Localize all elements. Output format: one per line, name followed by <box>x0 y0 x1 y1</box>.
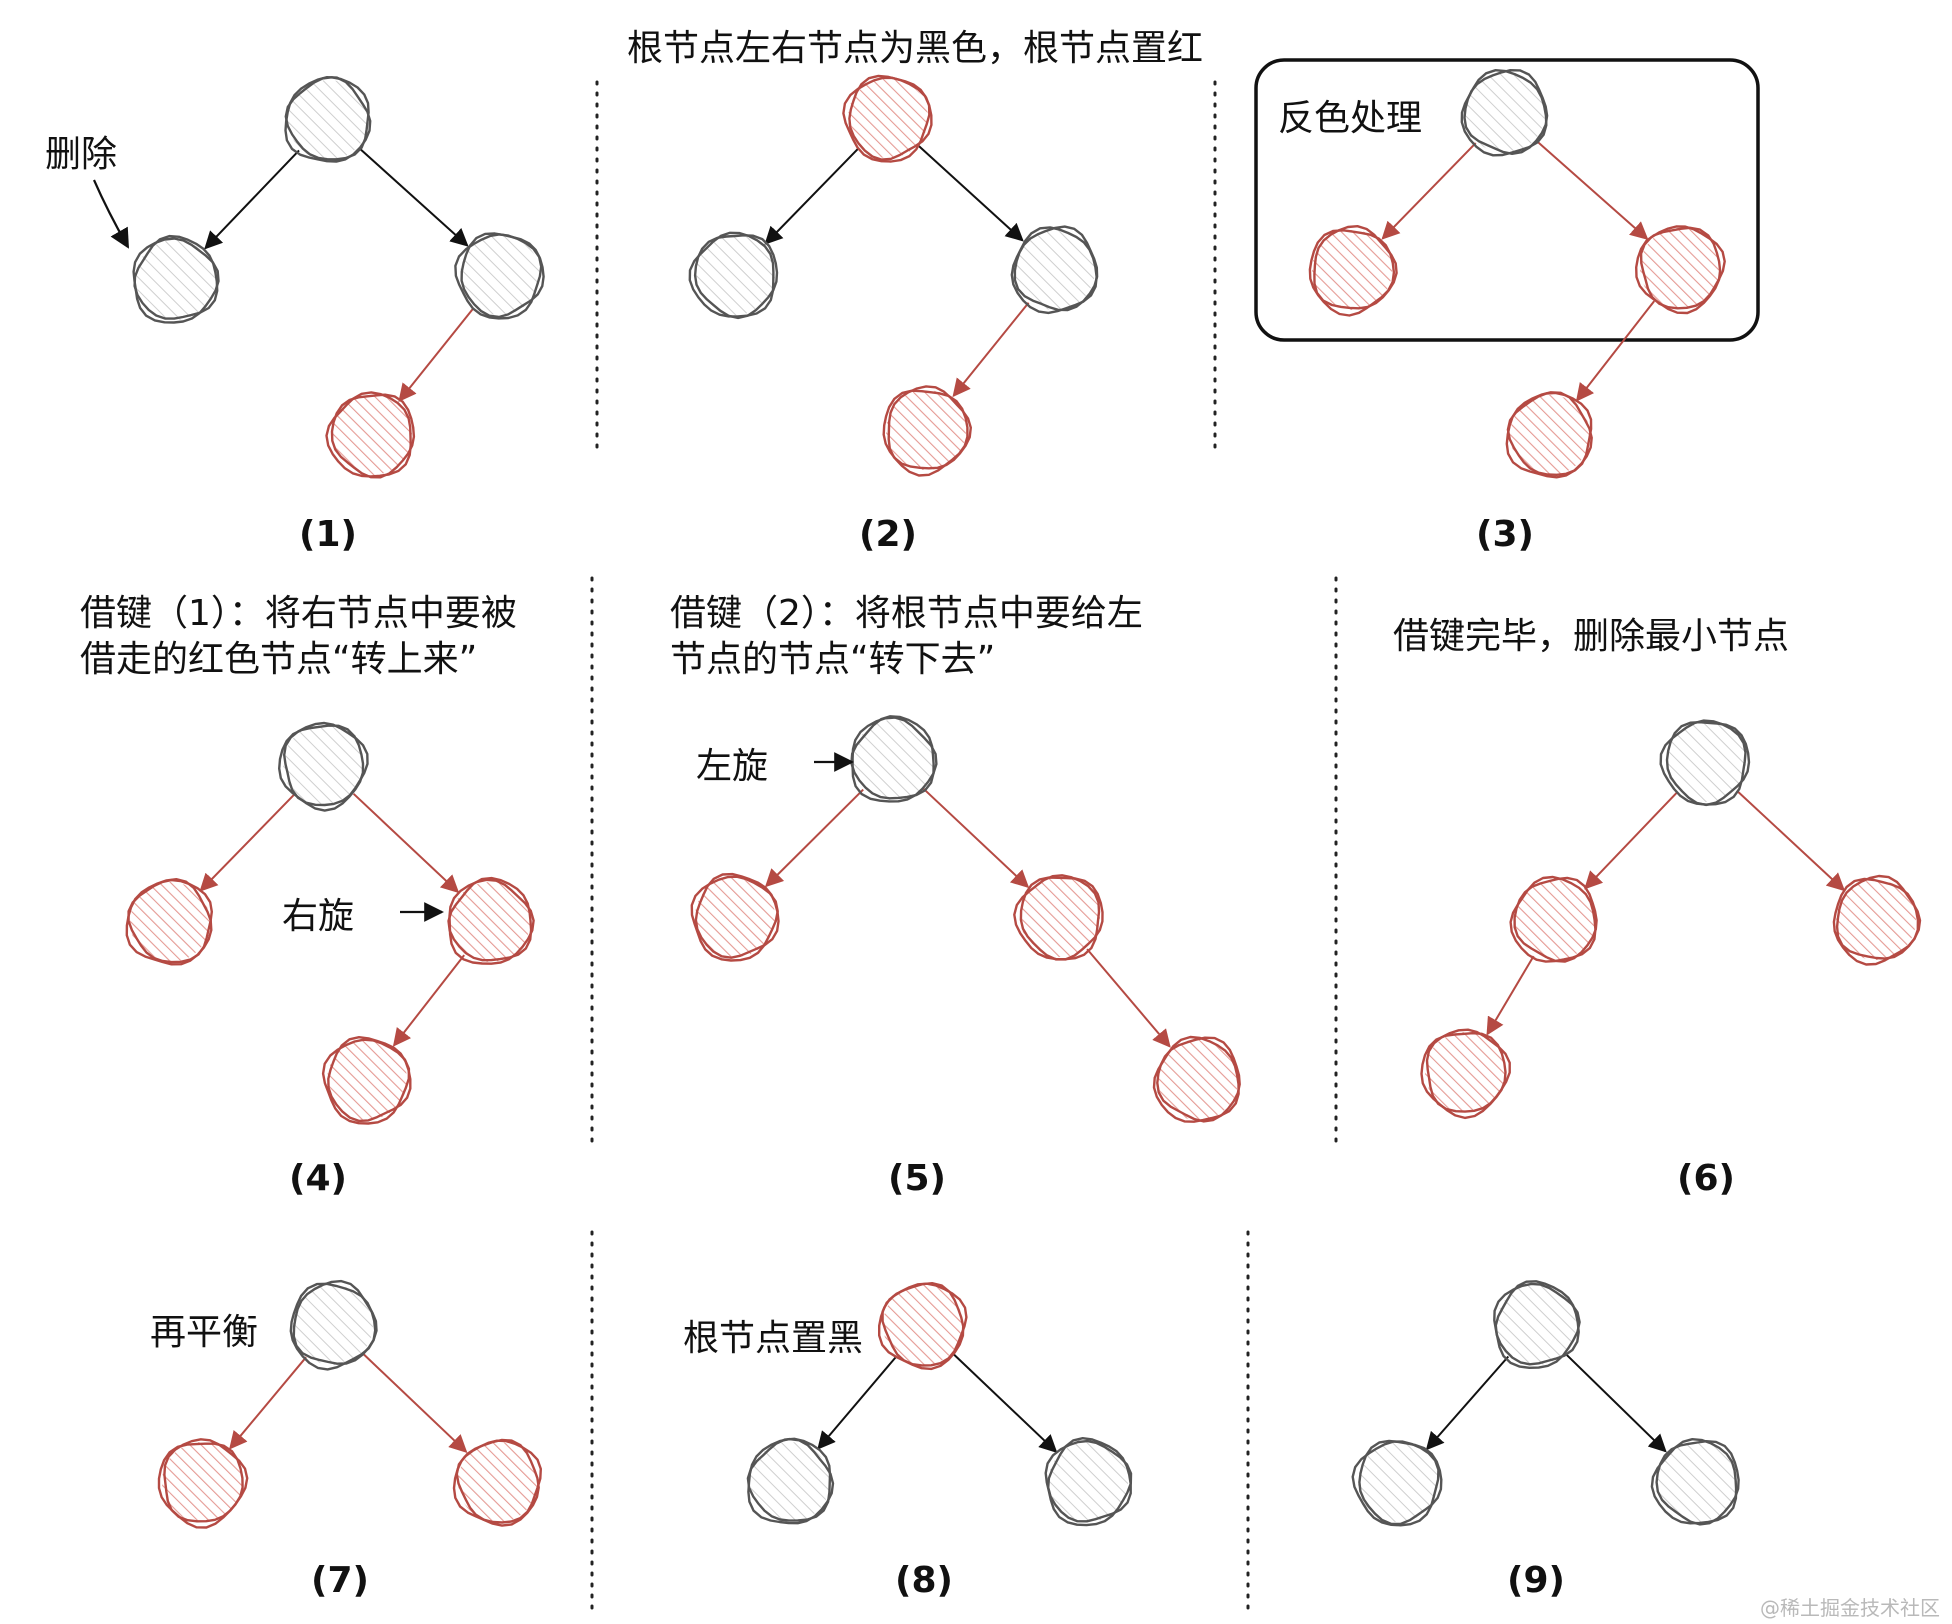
tree-1-black-node-2 <box>132 234 220 324</box>
tree-2-edge-3 <box>952 302 1030 398</box>
panel-number-1: (1) <box>299 514 357 555</box>
tree-2-red-node-1 <box>842 74 933 163</box>
tree-3-edge-2 <box>1535 140 1649 240</box>
panel-number-5: (5) <box>888 1158 946 1199</box>
tree-1-black-node-3 <box>454 232 545 320</box>
tree-9-edge-1 <box>1425 1355 1510 1451</box>
tree-2-black-node-2 <box>688 231 779 320</box>
panel-number-9: (9) <box>1507 1560 1565 1601</box>
tree-4-edge-1 <box>199 794 295 892</box>
tree-9-black-node-1 <box>1493 1280 1581 1369</box>
tree-7-red-node-2 <box>157 1438 249 1529</box>
tree-8-red-node-1 <box>878 1282 968 1371</box>
panel-5-title-line-2: 节点的节点“转下去” <box>670 639 995 680</box>
tree-6-black-node-1 <box>1659 719 1751 807</box>
tree-5-edge-2 <box>922 788 1030 889</box>
tree-3-edge-3 <box>1575 300 1655 402</box>
tree-9-edge-2 <box>1565 1353 1667 1453</box>
tree-9-black-node-3 <box>1650 1438 1740 1526</box>
tree-5-edge-1 <box>764 788 864 888</box>
tree-1-black-node-1 <box>284 76 372 163</box>
nodes <box>125 69 1922 1529</box>
panel-4-title-line-2: 借走的红色节点“转上来” <box>80 639 477 680</box>
note-delete: 删除 <box>45 134 117 175</box>
note-root-black: 根节点置黑 <box>683 1318 863 1359</box>
tree-9-black-node-2 <box>1351 1439 1443 1527</box>
tree-2-edge-1 <box>764 147 860 245</box>
panel-number-7: (7) <box>311 1560 369 1601</box>
panel-6-title: 借键完毕，删除最小节点 <box>1393 616 1789 657</box>
tree-3-edge-1 <box>1381 142 1477 240</box>
tree-7-black-node-1 <box>289 1279 378 1371</box>
tree-5-red-node-3 <box>1013 874 1104 961</box>
separators <box>590 80 1338 1610</box>
tree-8-black-node-2 <box>746 1437 835 1525</box>
tree-3-red-node-4 <box>1505 391 1593 479</box>
tree-2-red-node-4 <box>882 385 972 477</box>
panel-number-6: (6) <box>1677 1158 1735 1199</box>
tree-4-red-node-2 <box>125 878 213 966</box>
tree-2-black-node-3 <box>1010 225 1099 315</box>
note-reverse-color: 反色处理 <box>1278 98 1422 139</box>
tree-5-red-node-4 <box>1152 1035 1241 1123</box>
watermark: @稀土掘金技术社区 <box>1760 1596 1940 1620</box>
tree-2-edge-2 <box>918 145 1024 242</box>
tree-6-edge-1 <box>1584 791 1678 890</box>
tree-5-red-node-2 <box>690 872 780 962</box>
tree-1-edge-1 <box>204 149 300 250</box>
tree-1-edge-3 <box>398 307 475 403</box>
tree-6-red-node-4 <box>1420 1028 1511 1120</box>
tree-6-edge-2 <box>1736 789 1846 892</box>
panel-2-title: 根节点左右节点为黑色，根节点置红 <box>627 28 1203 69</box>
tree-4-edge-2 <box>352 793 460 894</box>
tree-6-red-node-2 <box>1509 875 1598 963</box>
panel-4-title-line-1: 借键（1）：将右节点中要被 <box>80 593 517 634</box>
tree-8-edge-1 <box>817 1356 897 1450</box>
tree-3-red-node-3 <box>1635 225 1726 315</box>
tree-3-black-node-1 <box>1460 69 1549 157</box>
tree-3-red-node-2 <box>1308 225 1398 317</box>
tree-8-black-node-3 <box>1044 1437 1133 1527</box>
tree-7-edge-1 <box>229 1356 307 1450</box>
panel-number-3: (3) <box>1476 514 1534 555</box>
tree-6-red-node-3 <box>1832 874 1922 966</box>
tree-4-edge-3 <box>392 954 465 1047</box>
reverse-color-box <box>1254 58 1760 342</box>
tree-8-edge-2 <box>952 1353 1058 1453</box>
panel-number-8: (8) <box>895 1560 953 1601</box>
tree-7-edge-2 <box>362 1353 468 1453</box>
annotation-arrows <box>92 179 854 922</box>
note-left-rotate: 左旋 <box>696 746 768 787</box>
edges <box>199 140 1846 1453</box>
tree-6-edge-3 <box>1486 955 1535 1036</box>
panel-number-4: (4) <box>289 1158 347 1199</box>
tree-7-red-node-3 <box>452 1438 542 1527</box>
tree-5-black-node-1 <box>850 715 938 803</box>
panel-5-title-line-1: 借键（2）：将根节点中要给左 <box>670 593 1143 634</box>
note-right-rotate: 右旋 <box>282 896 354 937</box>
tree-5-edge-3 <box>1086 948 1171 1048</box>
tree-4-red-node-4 <box>321 1036 412 1125</box>
tree-4-black-node-1 <box>278 721 369 812</box>
delete-pointer-arrow <box>92 179 129 249</box>
panel-number-2: (2) <box>859 514 917 555</box>
tree-1-red-node-4 <box>325 391 416 479</box>
tree-4-red-node-3 <box>447 876 535 965</box>
tree-1-edge-2 <box>358 147 469 247</box>
note-rebalance: 再平衡 <box>150 1312 258 1353</box>
